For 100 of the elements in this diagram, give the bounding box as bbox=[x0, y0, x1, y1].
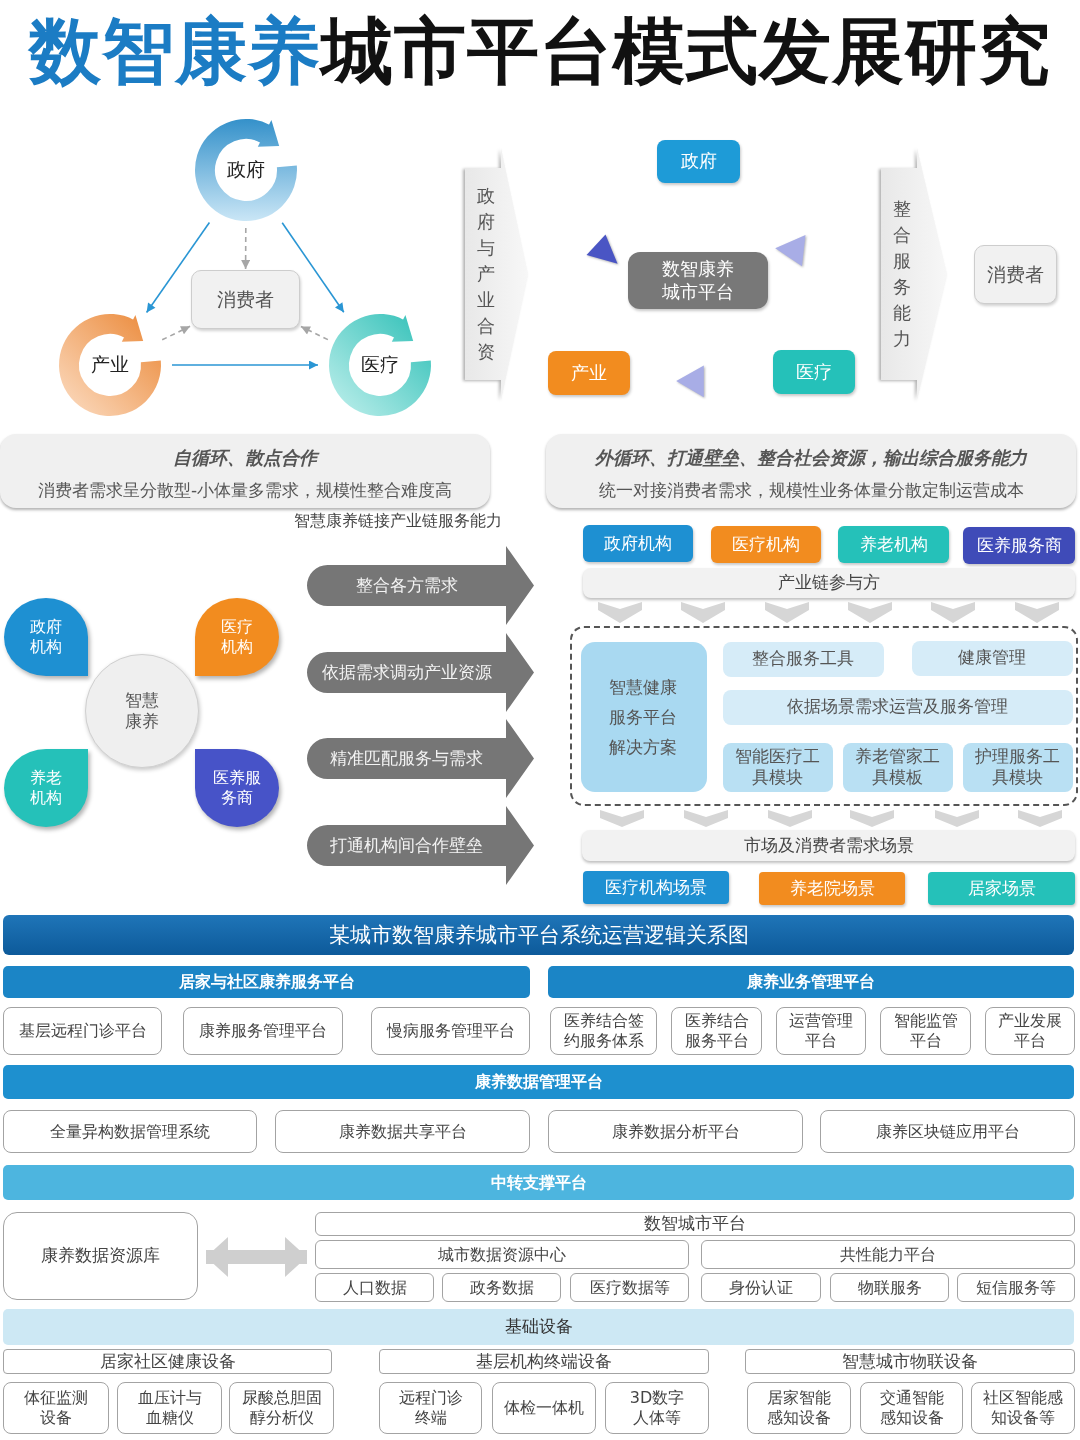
header-bar: 产业链参与方 bbox=[583, 568, 1075, 598]
section-bar: 中转支撑平台 bbox=[3, 1165, 1074, 1200]
module-box: 护理服务工具模块 bbox=[962, 742, 1073, 792]
chevron-banner: 政府与产业合资 bbox=[465, 148, 528, 400]
role-box: 医疗机构 bbox=[711, 526, 821, 563]
rounded-box: 消费者 bbox=[191, 270, 300, 329]
chevron-arrow bbox=[768, 810, 812, 827]
page-title: 数智康养城市平台模式发展研究 bbox=[29, 8, 1051, 94]
module-box: 健康管理 bbox=[911, 640, 1073, 676]
teardrop-shape: 医养服务商 bbox=[195, 749, 279, 827]
chevron-banner: 整合服务能力 bbox=[881, 148, 947, 400]
pointed-banner: 打通机构间合作壁垒 bbox=[307, 806, 534, 885]
platform-box: 短信服务等 bbox=[957, 1273, 1075, 1302]
role-box: 医养服务商 bbox=[963, 527, 1075, 564]
platform-box: 居家智能感知设备 bbox=[747, 1382, 851, 1434]
dashed-arrow bbox=[241, 227, 251, 270]
platform-box: 远程门诊终端 bbox=[379, 1382, 482, 1434]
chevron-arrow bbox=[931, 602, 975, 623]
chevron-arrow bbox=[600, 810, 644, 827]
center-circle: 智慧康养 bbox=[85, 654, 199, 768]
section-bar: 居家与社区康养服务平台 bbox=[3, 966, 530, 998]
rounded-box: 消费者 bbox=[974, 245, 1057, 304]
platform-box: 体征监测设备 bbox=[3, 1382, 109, 1434]
platform-box: 基层远程门诊平台 bbox=[3, 1007, 162, 1055]
platform-box: 居家社区健康设备 bbox=[3, 1349, 332, 1374]
summary-band bbox=[0, 434, 490, 508]
platform-box: 智慧城市物联设备 bbox=[745, 1349, 1075, 1374]
cycle-ring: 产业 bbox=[52, 307, 168, 423]
chevron-arrow bbox=[681, 602, 725, 623]
module-box: 智能医疗工具模块 bbox=[722, 742, 833, 792]
cycle-ring: 医疗 bbox=[322, 307, 438, 423]
role-box: 养老院场景 bbox=[759, 872, 905, 905]
band-text: 消费者需求呈分散型-小体量多需求，规模性整合难度高 bbox=[37, 480, 453, 502]
dashed-arrow bbox=[161, 325, 191, 341]
cycle-ring: 政府 bbox=[188, 112, 304, 228]
chevron-arrow bbox=[935, 810, 979, 827]
module-box: 依据场景需求运营及服务管理 bbox=[722, 689, 1073, 725]
platform-box: 尿酸总胆固醇分析仪 bbox=[229, 1382, 334, 1434]
module-box: 智慧健康服务平台解决方案 bbox=[580, 641, 707, 792]
band-heading: 外循环、打通壁垒、整合社会资源，输出综合服务能力 bbox=[595, 446, 1027, 470]
header-bar: 市场及消费者需求场景 bbox=[582, 830, 1075, 861]
platform-box: 城市数据资源中心 bbox=[315, 1240, 689, 1269]
chevron-arrow bbox=[1015, 602, 1059, 623]
platform-box: 共性能力平台 bbox=[701, 1240, 1075, 1269]
chevron-arrow bbox=[850, 810, 894, 827]
band-text: 统一对接消费者需求，规模性业务体量分散定制运营成本 bbox=[598, 480, 1024, 502]
role-box: 医疗 bbox=[773, 350, 855, 394]
chevron-arrow bbox=[598, 602, 642, 623]
role-box: 产业 bbox=[548, 351, 630, 395]
section-bar: 康养数据管理平台 bbox=[3, 1065, 1074, 1099]
arrow bbox=[145, 221, 211, 314]
chevron-arrow bbox=[848, 602, 892, 623]
source-note: 智慧康养链接产业链服务能力 bbox=[294, 510, 502, 532]
title-bar: 某城市数智康养城市平台系统运营逻辑关系图 bbox=[3, 915, 1074, 955]
pointed-banner: 依据需求调动产业资源 bbox=[307, 633, 534, 712]
role-box: 养老机构 bbox=[838, 526, 949, 563]
module-box: 养老管家工具模板 bbox=[842, 742, 953, 792]
platform-box: 康养服务管理平台 bbox=[183, 1007, 343, 1055]
platform-box: 血压计与血糖仪 bbox=[117, 1382, 222, 1434]
platform-box: 交通智能感知设备 bbox=[860, 1382, 963, 1434]
platform-box: 产业发展平台 bbox=[985, 1007, 1075, 1055]
platform-box: 运营管理平台 bbox=[776, 1007, 866, 1055]
platform-box: 康养区块链应用平台 bbox=[820, 1110, 1075, 1153]
pointed-banner: 整合各方需求 bbox=[307, 546, 534, 625]
platform-box: 3D数字人体等 bbox=[605, 1382, 709, 1434]
teardrop-shape: 养老机构 bbox=[4, 749, 88, 827]
chevron-arrow bbox=[684, 810, 728, 827]
role-box: 医疗机构场景 bbox=[583, 871, 729, 904]
platform-box: 身份认证 bbox=[701, 1273, 821, 1302]
platform-box: 物联服务 bbox=[830, 1273, 949, 1302]
platform-box: 人口数据 bbox=[315, 1273, 434, 1302]
chevron-arrow bbox=[1018, 810, 1062, 827]
role-box: 居家场景 bbox=[928, 872, 1075, 905]
role-box: 政府 bbox=[657, 140, 740, 183]
platform-box: 数智城市平台 bbox=[315, 1212, 1075, 1236]
platform-box: 医养结合签约服务体系 bbox=[550, 1007, 657, 1055]
role-box: 数智康养城市平台 bbox=[628, 252, 768, 309]
platform-box: 智能监管平台 bbox=[880, 1007, 971, 1055]
platform-box: 社区智能感知设备等 bbox=[971, 1382, 1075, 1434]
dashed-frame bbox=[570, 626, 1078, 806]
platform-box: 康养数据分析平台 bbox=[548, 1110, 803, 1153]
pointed-banner: 精准匹配服务与需求 bbox=[307, 719, 534, 798]
role-box: 政府机构 bbox=[583, 525, 693, 562]
section-bar: 基础设备 bbox=[3, 1309, 1074, 1345]
teardrop-shape: 医疗机构 bbox=[195, 598, 279, 676]
platform-box: 体检一体机 bbox=[492, 1382, 596, 1434]
teardrop-shape: 政府机构 bbox=[4, 598, 88, 676]
double-arrow bbox=[206, 1237, 307, 1277]
arrow bbox=[281, 221, 345, 314]
platform-box: 政务数据 bbox=[442, 1273, 561, 1302]
platform-box: 全量异构数据管理系统 bbox=[3, 1110, 257, 1153]
module-box: 整合服务工具 bbox=[722, 641, 884, 677]
summary-band bbox=[546, 434, 1076, 508]
platform-box: 康养数据共享平台 bbox=[275, 1110, 530, 1153]
dashed-arrow bbox=[300, 325, 329, 341]
platform-box: 慢病服务管理平台 bbox=[371, 1007, 530, 1055]
platform-box: 基层机构终端设备 bbox=[379, 1349, 709, 1374]
arrow bbox=[171, 360, 319, 370]
platform-box: 医养结合服务平台 bbox=[671, 1007, 762, 1055]
chevron-arrow bbox=[765, 602, 809, 623]
